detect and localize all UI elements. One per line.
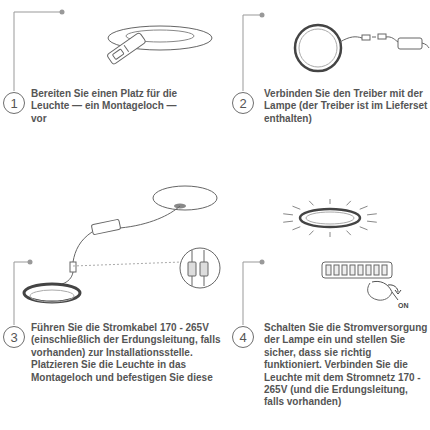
light-ray: [346, 231, 350, 236]
switch-label: ON: [398, 302, 422, 310]
terminal: [382, 265, 387, 275]
light-ray: [330, 232, 331, 237]
terminal: [334, 265, 339, 275]
light-ray: [309, 231, 313, 236]
terminal: [350, 265, 355, 275]
step-number: 2: [239, 97, 246, 110]
step-circle: 4: [232, 326, 254, 348]
light-ray: [360, 206, 368, 209]
step-text: Schalten Sie die Stromversorgung der Lam…: [264, 322, 428, 409]
terminal: [366, 265, 371, 275]
step-circle: 3: [3, 326, 25, 348]
terminal: [326, 265, 331, 275]
light-ray: [330, 199, 331, 204]
light-ray: [309, 201, 313, 206]
step-number: 4: [239, 331, 246, 344]
light-ray: [346, 201, 350, 206]
terminal: [342, 265, 347, 275]
light-ray: [292, 227, 300, 230]
light-ray: [360, 227, 368, 230]
step-text: Führen Sie die Stromkabel 170 - 265V (ei…: [31, 322, 227, 384]
light-ray: [292, 206, 300, 209]
step-number: 1: [10, 97, 17, 110]
terminal: [374, 265, 379, 275]
terminal: [358, 265, 363, 275]
light-ray: [283, 221, 293, 222]
step-number: 3: [10, 331, 17, 344]
step-circle: 1: [3, 92, 25, 114]
step-circle: 2: [232, 92, 254, 114]
light-ray: [367, 214, 377, 215]
step-text: Bereiten Sie einen Platz für die Leuchte…: [31, 88, 181, 125]
light-ray: [283, 214, 293, 215]
step-text: Verbinden Sie den Treiber mit der Lampe …: [264, 88, 428, 125]
light-ray: [367, 221, 377, 222]
